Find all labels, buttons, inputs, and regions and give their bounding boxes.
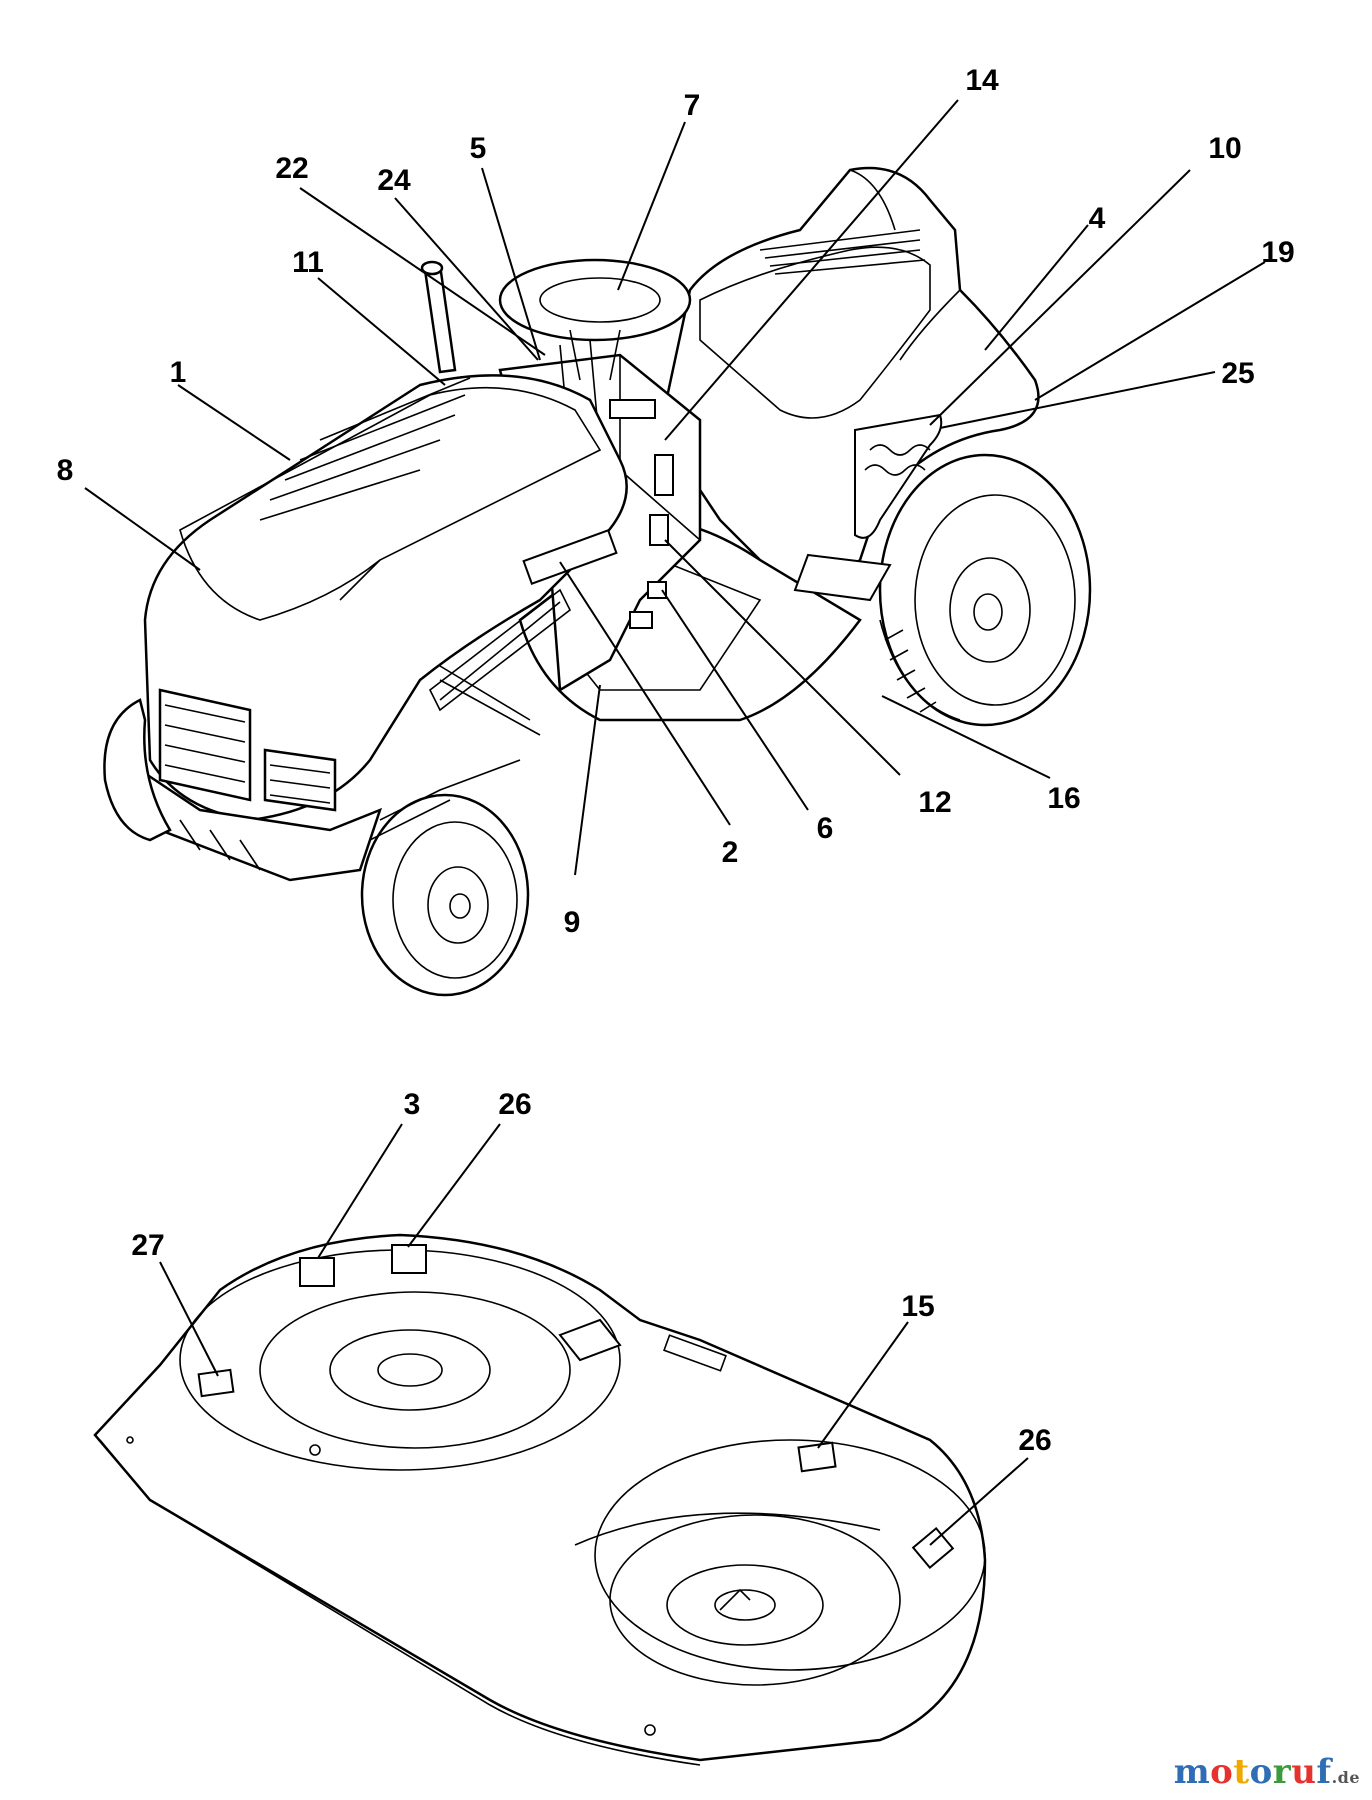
callout-9: 9: [564, 906, 581, 939]
watermark-letter: m: [1173, 1752, 1211, 1792]
callout-26-bottom: 26: [1018, 1424, 1051, 1457]
rear-wheel: [878, 453, 1092, 727]
dash-decal-lower-2: [629, 611, 653, 629]
lift-lever: [420, 260, 457, 374]
callout-1: 1: [170, 356, 187, 389]
callout-3: 3: [404, 1088, 421, 1121]
seat-and-fender: [658, 166, 1040, 602]
watermark-letter: r: [1272, 1752, 1292, 1792]
callout-numbers: 1 8 11 22 24 5 7 14 10 4 19 25 16 12 6 2…: [57, 64, 1295, 1457]
callout-16: 16: [1047, 782, 1080, 815]
deck-decal-right-rear: [911, 1526, 955, 1570]
callout-22: 22: [275, 152, 308, 185]
callout-10: 10: [1208, 132, 1241, 165]
callout-11: 11: [292, 246, 324, 279]
deck-decal-right-center: [797, 1441, 837, 1473]
callout-25: 25: [1221, 357, 1254, 390]
mower-deck-drawing: [93, 1233, 987, 1766]
callout-26-top: 26: [498, 1088, 531, 1121]
hood: [137, 374, 628, 882]
callout-8: 8: [57, 454, 74, 487]
dash-decal-upper: [654, 454, 674, 496]
callout-5: 5: [470, 132, 487, 165]
callout-24: 24: [377, 164, 411, 197]
fender-side-decal: [793, 553, 892, 602]
motoruf-watermark-logo: motoruf.de: [1174, 1752, 1360, 1792]
lawn-tractor-drawing: [103, 166, 1092, 997]
front-left-wheel: [103, 698, 172, 842]
callout-19: 19: [1261, 236, 1294, 269]
watermark-suffix: .de: [1331, 1768, 1360, 1787]
callout-12: 12: [918, 786, 951, 819]
dash-top-decal: [609, 399, 656, 419]
front-right-wheel: [360, 793, 530, 997]
leader-lines: [84, 99, 1266, 1546]
watermark-letter: o: [1210, 1752, 1234, 1792]
callout-15: 15: [901, 1290, 934, 1323]
callout-27: 27: [131, 1229, 164, 1262]
callout-6: 6: [817, 812, 834, 845]
callout-14: 14: [965, 64, 999, 97]
headlight-grille: [263, 748, 337, 812]
callout-7: 7: [684, 89, 701, 122]
watermark-letter: t: [1233, 1752, 1250, 1792]
callout-2: 2: [722, 836, 739, 869]
watermark-letter: o: [1249, 1752, 1273, 1792]
watermark-letter: f: [1316, 1752, 1332, 1792]
dash-decal-middle: [649, 514, 669, 546]
callout-4: 4: [1089, 202, 1106, 235]
hood-side-decal: [522, 529, 618, 585]
steering-wheel: [498, 258, 692, 342]
watermark-letter: u: [1291, 1752, 1317, 1792]
deck-decal-left-rear: [197, 1368, 235, 1398]
deck-decal-left-top: [299, 1257, 335, 1287]
dash-decal-lower-1: [647, 581, 667, 599]
deck-decal-center-top: [391, 1244, 427, 1274]
